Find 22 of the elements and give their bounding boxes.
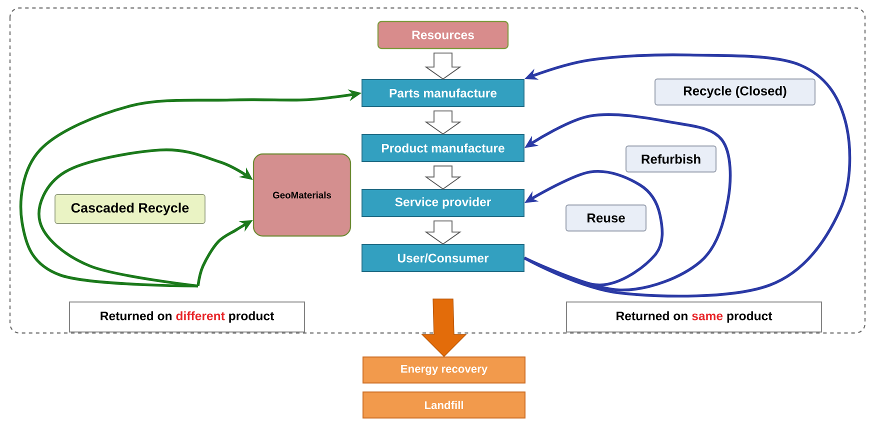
tag-box: Refurbish (626, 146, 716, 172)
block-arrow (424, 220, 462, 245)
process-box: Parts manufacture (362, 79, 524, 107)
block-arrow (424, 110, 462, 135)
process-box: Resources (377, 20, 509, 50)
curved-arrow (524, 53, 852, 298)
curved-arrow (524, 113, 732, 292)
tag-box: Recycle (Closed) (654, 78, 816, 106)
block-arrow (424, 166, 462, 190)
process-box: User/Consumer (362, 244, 524, 272)
caption-box: Returned on same product (566, 302, 822, 332)
disposal-box: Landfill (362, 392, 526, 418)
material-box: GeoMaterials (252, 153, 352, 237)
disposal-box: Energy recovery (362, 356, 526, 384)
tag-box: Reuse (566, 204, 646, 232)
curved-arrow (524, 170, 664, 286)
process-box: Product manufacture (362, 134, 524, 162)
block-arrow (424, 52, 462, 80)
process-box: Service provider (362, 189, 524, 217)
tag-box: Cascaded Recycle (54, 194, 206, 224)
caption-box: Returned on different product (69, 302, 305, 332)
block-arrow (421, 298, 467, 358)
